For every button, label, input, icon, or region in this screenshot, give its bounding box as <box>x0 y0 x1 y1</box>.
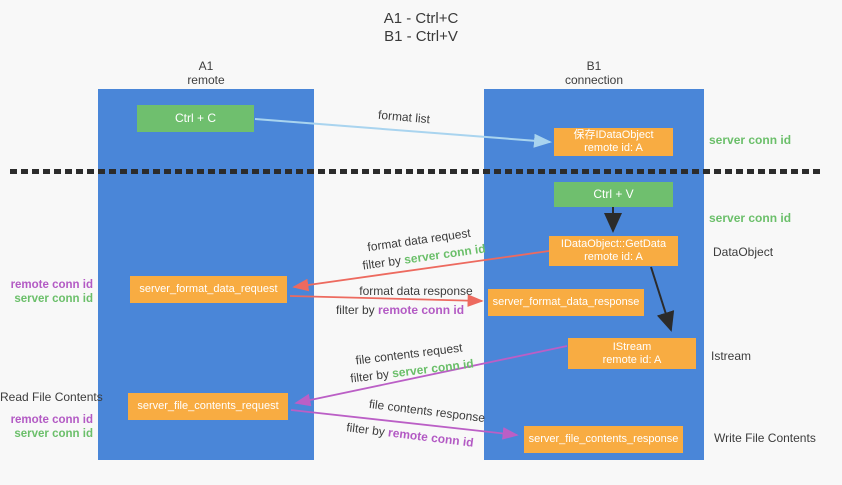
node-getdata-line1: IDataObject::GetData <box>560 238 667 250</box>
node-getdata: IDataObject::GetData remote id: A <box>549 236 678 266</box>
node-istream-line2: remote id: A <box>602 353 662 366</box>
lane-a-header: A1 remote <box>98 59 314 87</box>
node-istream: IStream remote id: A <box>568 338 696 369</box>
label-dataobject: DataObject <box>713 245 774 259</box>
lane-a-title: A1 <box>198 59 214 73</box>
right-server-conn-id-1: server conn id <box>709 133 792 147</box>
node-ctrl-c: Ctrl + C <box>137 105 254 132</box>
left-server-conn-id-1: server conn id <box>14 293 93 305</box>
node-server-format-data-request: server_format_data_request <box>130 276 287 303</box>
node-server-format-data-response: server_format_data_response <box>488 289 644 316</box>
label-write-file-contents: Write File Contents <box>714 431 816 445</box>
lane-b-header: B1 connection <box>484 59 704 87</box>
left-server-conn-id-2: server conn id <box>14 428 93 440</box>
right-server-conn-id-2: server conn id <box>709 211 792 225</box>
node-server-format-data-request-label: server_format_data_request <box>139 283 278 295</box>
dotted-separator-line <box>10 169 824 174</box>
label-filter-by-remote-conn-id-1: filter by remote conn id <box>335 303 465 317</box>
label-filter-by-remote-conn-id-2: filter by remote conn id <box>345 420 475 450</box>
node-ctrl-v-label: Ctrl + V <box>593 187 634 201</box>
node-server-file-contents-request: server_file_contents_request <box>128 393 288 420</box>
node-server-format-data-response-label: server_format_data_response <box>492 296 640 308</box>
lane-a-subtitle: remote <box>187 73 225 87</box>
node-ctrl-c-label: Ctrl + C <box>174 111 216 125</box>
left-remote-conn-id-2: remote conn id <box>10 414 93 426</box>
left-conn-ids-bottom: remote conn id server conn id <box>0 413 93 441</box>
node-save-dataobject-line1: 保存IDataObject <box>573 129 654 141</box>
node-server-file-contents-response-label: server_file_contents_response <box>528 433 679 445</box>
diagram-title: A1 - Ctrl+C B1 - Ctrl+V <box>0 10 842 46</box>
left-conn-ids-top: remote conn id server conn id <box>0 278 93 306</box>
node-server-file-contents-request-label: server_file_contents_request <box>137 400 279 412</box>
label-istream: Istream <box>711 349 752 363</box>
label-read-file-contents: Read File Contents <box>0 390 103 404</box>
title-line-1: A1 - Ctrl+C <box>383 10 459 27</box>
left-remote-conn-id-1: remote conn id <box>10 279 93 291</box>
node-save-dataobject-line2: remote id: A <box>584 142 643 154</box>
lane-b-subtitle: connection <box>564 73 624 87</box>
node-getdata-line2: remote id: A <box>584 251 643 263</box>
label-file-contents-response: file contents response <box>368 396 486 426</box>
label-format-data-response: format data response <box>359 284 473 298</box>
node-save-dataobject: 保存IDataObject remote id: A <box>554 128 673 156</box>
title-line-2: B1 - Ctrl+V <box>384 28 458 45</box>
node-istream-line1: IStream <box>612 340 652 353</box>
node-server-file-contents-response: server_file_contents_response <box>524 426 683 453</box>
lane-b-title: B1 <box>586 59 602 73</box>
node-ctrl-v: Ctrl + V <box>554 182 673 207</box>
label-format-list: format list <box>377 107 431 127</box>
